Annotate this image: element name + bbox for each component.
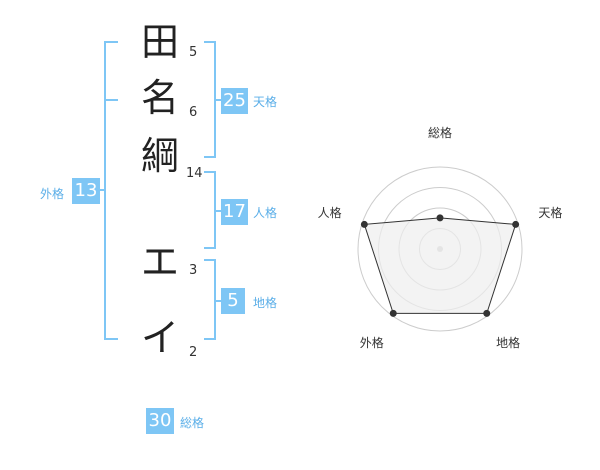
radar-polygon [363,217,517,314]
soukaku-label: 総格 [180,416,205,430]
radar-point-1 [436,214,444,222]
tenkaku-label: 天格 [253,95,278,109]
gaikaku-bracket-tick [104,99,118,101]
jinkaku-bracket-tick [216,210,222,212]
chikaku-value: 5 [221,288,245,314]
tenkaku-value: 25 [221,88,248,114]
jinkaku-label: 人格 [253,206,278,220]
name-char-1: 田 [140,20,179,64]
radar-point-3 [483,309,491,317]
gaikaku-bracket-tick-2 [96,189,104,191]
tenkaku-bracket-tick [216,99,222,101]
stroke-count-2: 6 [189,105,198,120]
radar-point-2 [512,220,520,228]
radar-axis-label-3: 地格 [496,335,520,350]
stroke-count-5: 2 [189,345,198,360]
radar-axis-label-5: 人格 [318,205,342,220]
jinkaku-bracket [204,171,216,249]
soukaku-value: 30 [146,408,174,434]
name-char-5: イ [140,316,179,360]
stroke-count-3: 14 [186,166,203,181]
chikaku-label: 地格 [253,296,278,310]
tenkaku-bracket [204,41,216,158]
jinkaku-value: 17 [221,199,248,225]
radar-ring-4 [357,166,523,332]
name-char-4: エ [140,240,179,284]
radar-axis-label-1: 総格 [428,125,452,140]
radar-point-5 [360,220,368,228]
stroke-count-4: 3 [189,263,198,278]
stroke-count-1: 5 [189,45,198,60]
gaikaku-bracket [104,41,118,340]
name-char-3: 綱 [140,134,179,178]
gaikaku-value: 13 [72,178,100,204]
chikaku-bracket [204,259,216,340]
chikaku-bracket-tick [216,300,222,302]
radar-axis-label-2: 天格 [538,205,562,220]
radar-point-4 [389,309,397,317]
gaikaku-label: 外格 [40,187,65,201]
radar-axis-label-4: 外格 [360,335,384,350]
name-char-2: 名 [140,76,179,120]
